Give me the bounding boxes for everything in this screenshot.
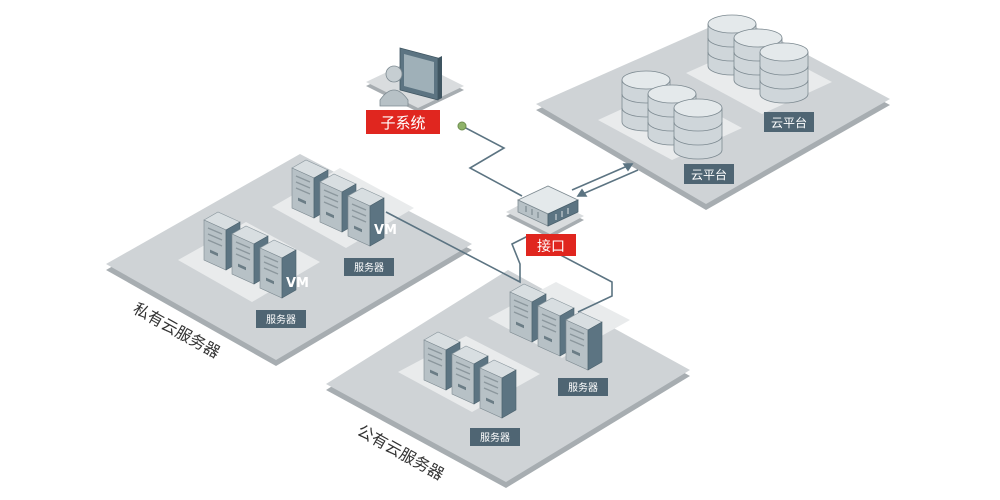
- subsystem-node-dot: [457, 121, 467, 131]
- server-tag-private-back: 服务器: [344, 258, 394, 276]
- server-tag-private-front: 服务器: [256, 310, 306, 328]
- line-interface-to-cloud-b: [577, 169, 639, 197]
- cloud-platform-label: 云平台: [691, 167, 727, 182]
- line-private-to-interface: [385, 211, 529, 284]
- router-icon: [517, 185, 579, 227]
- cloud-platform-label: 云平台: [771, 115, 807, 130]
- server-group-private-front: VM: [203, 211, 309, 299]
- database-icon: [673, 98, 723, 160]
- server-group-private-back: VM: [291, 159, 397, 247]
- line-public-to-interface: [527, 237, 613, 313]
- interface-tag: 接口: [526, 234, 576, 256]
- subsystem-label: 子系统: [380, 114, 425, 132]
- vm-label: VM: [374, 223, 397, 238]
- server-label: 服务器: [354, 261, 384, 274]
- server-label: 服务器: [480, 431, 510, 444]
- line-subsystem-to-interface: [461, 125, 523, 197]
- server-tag-public-front: 服务器: [470, 428, 520, 446]
- cloud-platform-tag-front: 云平台: [684, 164, 734, 184]
- cloud-platform-tag-back: 云平台: [764, 112, 814, 132]
- database-icon: [759, 42, 809, 104]
- connection-lines: [385, 125, 639, 313]
- subsystem-tag: 子系统: [366, 110, 440, 134]
- line-interface-to-cloud-a: [571, 163, 633, 191]
- server-label: 服务器: [568, 381, 598, 394]
- vm-label: VM: [286, 276, 309, 291]
- server-tower-icon: [565, 311, 603, 371]
- server-tag-public-back: 服务器: [558, 378, 608, 396]
- server-tower-icon: [479, 359, 517, 419]
- interface-label: 接口: [537, 238, 565, 255]
- server-label: 服务器: [266, 313, 296, 326]
- monitor-user-icon: [379, 47, 442, 107]
